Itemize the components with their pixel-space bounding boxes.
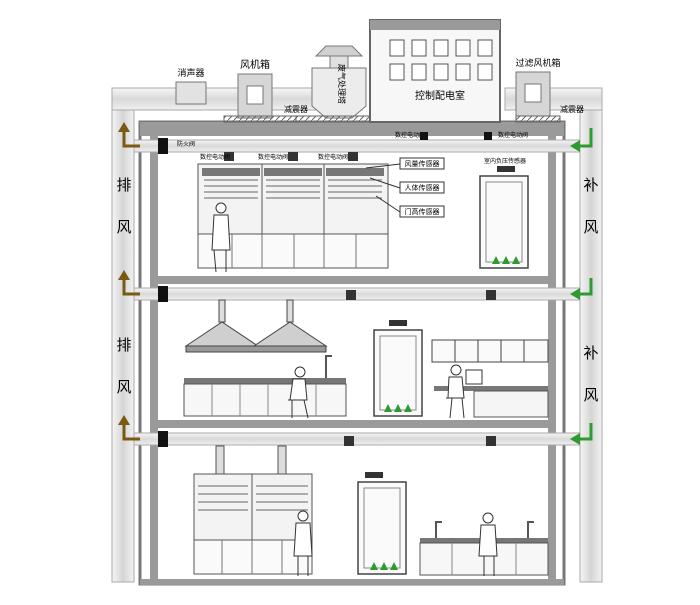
ground-slab (140, 579, 564, 585)
desk-floor-2 (434, 369, 549, 418)
valve-top-center (420, 132, 428, 140)
valve-floor-2b (486, 290, 496, 300)
valve-label-1: 数控电动阀 (200, 153, 230, 161)
filter-fan-box-label: 过滤风机箱 (515, 57, 560, 69)
door-floor-2 (373, 320, 423, 417)
control-room-roof (370, 20, 500, 30)
supply-label-mid-2: 风 (583, 386, 598, 404)
control-room-label: 控制配电室 (415, 89, 465, 102)
filter-fan-window (524, 83, 542, 103)
lab-bench-floor-2 (183, 355, 347, 417)
valve-label-2: 数控电动阀 (258, 153, 288, 161)
roof-slab (140, 122, 564, 136)
door-floor-3 (479, 175, 529, 269)
person-floor-3 (211, 202, 231, 273)
pressure-sensor (497, 166, 515, 172)
person-floor-2-desk (446, 364, 465, 419)
damper-left (223, 115, 297, 123)
supply-label-top-2: 风 (583, 218, 598, 236)
exhaust-hoods-floor-2 (184, 299, 328, 353)
fume-hood-valves (224, 152, 358, 161)
fume-hoods-floor-3 (197, 163, 389, 269)
floor-slab-1 (150, 420, 556, 428)
fan-box-label: 风机箱 (240, 58, 270, 71)
supply-arrows (578, 128, 593, 441)
fire-damper-1 (158, 431, 168, 447)
damper-right (515, 115, 561, 123)
fire-damper-label: 防火阀 (177, 140, 195, 148)
sensor-body-box (399, 181, 445, 194)
fire-damper-2 (158, 286, 168, 302)
sensor-body-label: 人体传感器 (405, 183, 440, 192)
door-floor-1 (357, 472, 407, 575)
damper-left-label: 减震器 (284, 104, 308, 114)
damper-right-label: 减震器 (560, 104, 584, 114)
fire-damper-3 (158, 138, 168, 154)
sensor-airflow-box (399, 157, 445, 170)
valve-floor-2a (346, 290, 356, 300)
wall-cabinets-floor-2 (431, 339, 549, 363)
sensor-door-label: 门高传感器 (405, 207, 440, 216)
sensor-callouts (365, 163, 401, 213)
floor-slab-2 (150, 276, 556, 284)
sensor-pressure-label: 室内负压传感器 (484, 157, 526, 165)
exhaust-label-top-2: 风 (116, 218, 131, 236)
silencer (175, 81, 207, 105)
person-floor-2 (288, 366, 309, 419)
damper-tower (295, 115, 379, 123)
duct-floor-3 (133, 139, 581, 153)
fan-box-window (246, 85, 264, 105)
valve-top-right (484, 132, 492, 140)
door-airflow-arrows-3 (492, 256, 520, 264)
supply-arrowheads (570, 140, 580, 445)
exhaust-arrowheads (118, 122, 130, 425)
person-floor-1 (293, 510, 313, 576)
supply-riser (579, 89, 603, 583)
waste-gas-tower-label: 废气处理塔 (337, 64, 347, 104)
valve-floor-1b (486, 436, 496, 446)
exhaust-arrows (122, 130, 140, 441)
supply-label-mid-1: 补 (583, 344, 598, 362)
tower-label-text: 废气处理塔 (337, 64, 347, 104)
wall-right (548, 136, 556, 581)
silencer-label: 消声器 (177, 67, 204, 79)
fume-hoods-floor-1 (193, 445, 313, 575)
exhaust-label-mid-2: 风 (116, 378, 131, 396)
valve-top-center-label: 数控电动阀 (395, 131, 425, 139)
tower-cap (314, 45, 364, 57)
supply-label-top-1: 补 (583, 176, 598, 194)
duct-floor-1 (133, 432, 581, 446)
sensor-door-box (399, 205, 445, 218)
sensor-airflow-label: 风量传感器 (405, 159, 440, 168)
duct-floor-2 (133, 287, 581, 301)
person-floor-1-sink (478, 512, 498, 576)
valve-floor-1a (344, 436, 354, 446)
control-room-windows (389, 39, 493, 81)
wall-left (150, 136, 158, 581)
exhaust-label-mid-1: 排 (116, 336, 131, 354)
valve-label-3: 数控电动阀 (318, 153, 348, 161)
exhaust-label-top-1: 排 (116, 176, 131, 194)
valve-top-right-label: 数控电动阀 (498, 131, 528, 139)
